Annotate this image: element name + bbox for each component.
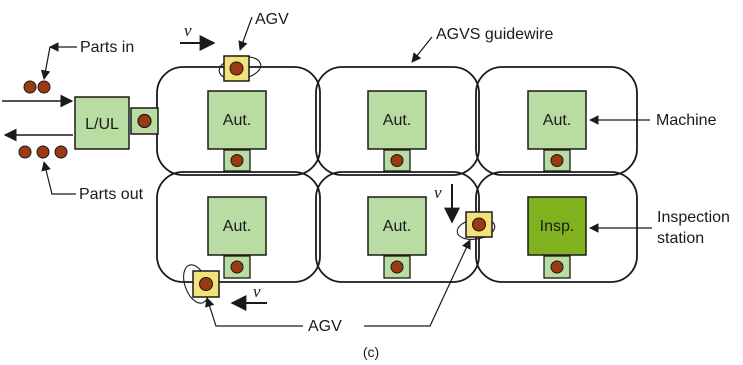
- parts-out-leader: [41, 161, 76, 195]
- agv-right-velocity-label: v: [434, 183, 442, 202]
- guidewire-loops: [156, 66, 638, 283]
- parts-in-leader-tail: [40, 46, 51, 80]
- machine-aut-1: Aut.: [207, 90, 267, 172]
- agv-bottom-leader-right: [364, 239, 471, 327]
- guidewire-leader: [411, 36, 433, 63]
- guidewire-cell-3: [475, 66, 638, 176]
- parts-in-label: Parts in: [80, 39, 134, 56]
- figure-caption: (c): [363, 344, 379, 360]
- machine-aut-1-label: Aut.: [223, 112, 251, 129]
- agv-right: [456, 211, 496, 240]
- agv-bottom: [183, 264, 220, 304]
- machine-aut-4-label: Aut.: [223, 218, 251, 235]
- machine-label: Machine: [656, 112, 717, 129]
- guidewire-label: AGVS guidewire: [436, 26, 553, 43]
- agv-bottom-leader-left: [205, 297, 303, 327]
- guidewire-cell-2: [315, 66, 480, 176]
- agv-bottom-label: AGV: [308, 318, 342, 335]
- inspection-label-line2: station: [657, 230, 704, 247]
- agv-top-velocity-label: v: [184, 21, 192, 40]
- machine-aut-5-label: Aut.: [383, 218, 411, 235]
- machine-aut-2: Aut.: [367, 90, 427, 172]
- agv-top-label: AGV: [255, 11, 289, 28]
- parts-in-icon: [23, 80, 51, 94]
- machine-aut-3-label: Aut.: [543, 112, 571, 129]
- load-unload-pallet: [130, 107, 159, 135]
- agv-top: [218, 55, 262, 82]
- inspection-station-label: Insp.: [540, 218, 575, 235]
- parts-out-label: Parts out: [79, 186, 144, 203]
- guidewire-cell-4: [156, 171, 321, 283]
- machine-aut-5: Aut.: [367, 196, 427, 279]
- agv-bottom-velocity-label: v: [253, 282, 261, 301]
- parts-out-icon: [18, 145, 68, 159]
- inspection-label-line1: Inspection: [657, 209, 730, 226]
- agv-top-leader: [238, 16, 253, 51]
- machine-aut-2-label: Aut.: [383, 112, 411, 129]
- load-unload-station: L/UL: [74, 96, 130, 150]
- inspection-station: Insp.: [527, 196, 587, 279]
- machine-aut-4: Aut.: [207, 196, 267, 279]
- machine-aut-3: Aut.: [527, 90, 587, 172]
- load-unload-label: L/UL: [85, 116, 119, 133]
